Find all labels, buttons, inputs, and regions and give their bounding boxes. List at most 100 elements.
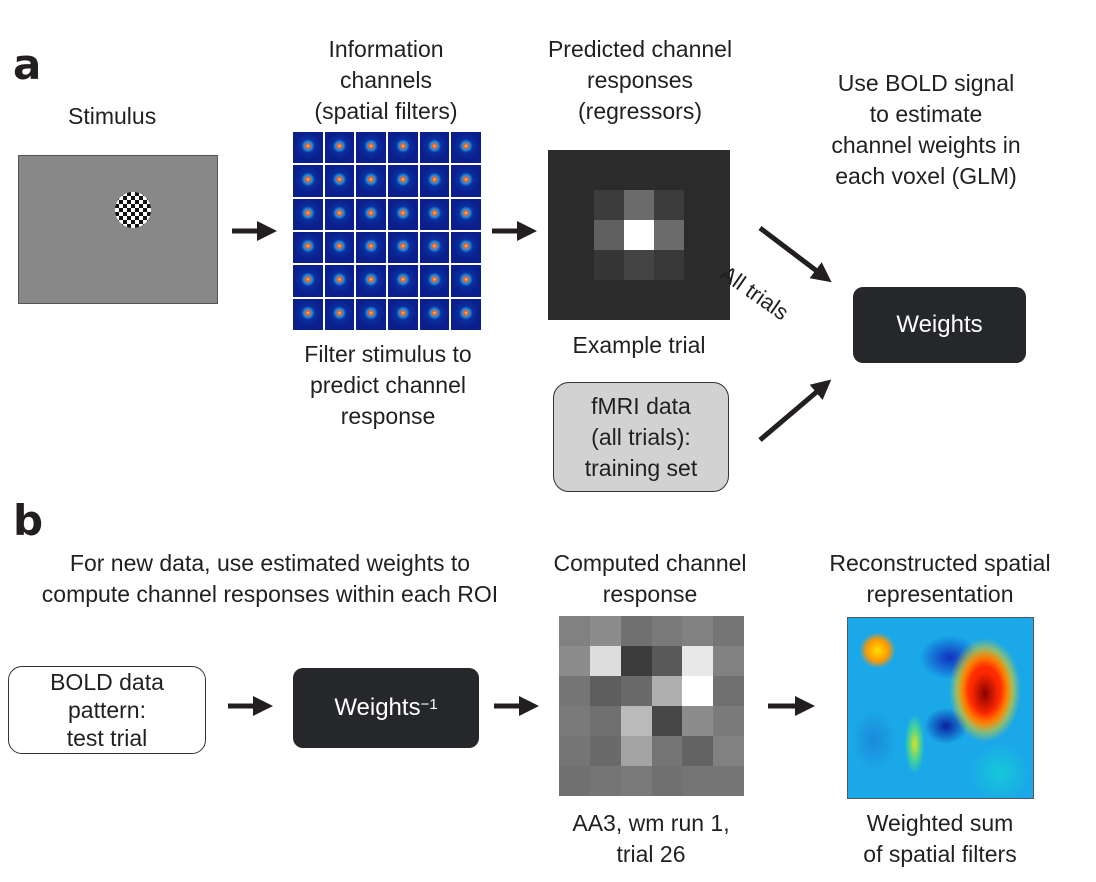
- spatial-filter-tile: [324, 265, 355, 297]
- computed-response-cell: [651, 676, 683, 706]
- computed-response-cell: [713, 736, 744, 766]
- spatial-filter-tile: [324, 132, 355, 164]
- predicted-response-cell: [654, 190, 684, 220]
- filters-caption: Filter stimulus to predict channel respo…: [304, 341, 472, 429]
- spatial-filter-tile: [451, 132, 481, 164]
- spatial-filter-tile: [451, 298, 481, 330]
- filters-title: Information channels (spatial filters): [314, 36, 458, 124]
- panel-letter-b: b: [13, 496, 44, 545]
- predicted-response-cell: [654, 250, 684, 280]
- arrow-fmri-to-weights: [758, 379, 832, 442]
- recon-caption: Weighted sum of spatial filters: [863, 810, 1017, 867]
- spatial-filter-tile: [387, 265, 418, 297]
- computed-response-cell: [589, 646, 621, 676]
- computed-caption: AA3, wm run 1, trial 26: [572, 810, 730, 867]
- inverse-weights-box: Weights−1: [293, 668, 479, 748]
- spatial-filter-tile: [451, 232, 481, 264]
- fmri-training-box: fMRI data (all trials): training set: [553, 382, 729, 492]
- computed-response-cell: [651, 646, 683, 676]
- spatial-filter-tile: [324, 165, 355, 197]
- predicted-response-cell: [624, 190, 654, 220]
- computed-response-cell: [713, 706, 744, 736]
- predicted-response-cell: [594, 190, 624, 220]
- stimulus-image: [18, 155, 218, 304]
- computed-response-cell: [682, 676, 714, 706]
- computed-response-cell: [713, 616, 744, 646]
- computed-response-cell: [682, 766, 714, 796]
- computed-response-cell: [620, 706, 652, 736]
- inverse-exponent: −1: [420, 695, 438, 713]
- spatial-filter-tile: [451, 165, 481, 197]
- spatial-filter-tile: [324, 232, 355, 264]
- spatial-filter-tile: [387, 165, 418, 197]
- computed-response-cell: [713, 766, 744, 796]
- computed-response-cell: [682, 616, 714, 646]
- spatial-filter-tile: [356, 298, 386, 330]
- stimulus-label: Stimulus: [68, 103, 157, 129]
- spatial-filters-grid: [293, 132, 481, 330]
- computed-response-cell: [620, 616, 652, 646]
- computed-response-cell: [559, 616, 590, 646]
- computed-response-cell: [589, 736, 621, 766]
- spatial-filter-tile: [356, 132, 386, 164]
- computed-response-cell: [651, 616, 683, 646]
- computed-response-cell: [559, 766, 590, 796]
- glm-title: Use BOLD signal to estimate channel weig…: [831, 70, 1021, 189]
- spatial-filter-tile: [419, 198, 450, 230]
- spatial-filter-tile: [387, 232, 418, 264]
- spatial-filter-tile: [293, 298, 323, 330]
- spatial-filter-tile: [356, 198, 386, 230]
- spatial-filter-tile: [324, 198, 355, 230]
- spatial-filter-tile: [356, 165, 386, 197]
- computed-response-cell: [589, 706, 621, 736]
- computed-response-cell: [620, 646, 652, 676]
- panel-letter-a: a: [13, 40, 42, 89]
- predicted-response-cell: [624, 220, 654, 250]
- weights-box: Weights: [853, 287, 1026, 363]
- spatial-filter-tile: [419, 298, 450, 330]
- spatial-filter-tile: [356, 265, 386, 297]
- spatial-filter-tile: [451, 198, 481, 230]
- computed-response-cell: [651, 706, 683, 736]
- spatial-filter-tile: [451, 265, 481, 297]
- computed-response-cell: [713, 676, 744, 706]
- spatial-filter-tile: [293, 265, 323, 297]
- computed-response-cell: [589, 766, 621, 796]
- spatial-filter-tile: [387, 132, 418, 164]
- computed-response-cell: [682, 646, 714, 676]
- computed-response-cell: [559, 676, 590, 706]
- computed-response-cell: [620, 676, 652, 706]
- spatial-filter-tile: [293, 165, 323, 197]
- spatial-filter-tile: [419, 265, 450, 297]
- computed-response-cell: [713, 646, 744, 676]
- weights-label: Weights: [334, 694, 421, 721]
- spatial-filter-tile: [293, 198, 323, 230]
- spatial-filter-tile: [419, 232, 450, 264]
- computed-response-cell: [682, 736, 714, 766]
- spatial-filter-tile: [356, 232, 386, 264]
- spatial-filter-tile: [324, 298, 355, 330]
- spatial-filter-tile: [293, 132, 323, 164]
- reconstructed-map: [847, 617, 1034, 799]
- computed-response-cell: [559, 706, 590, 736]
- computed-response-cell: [559, 736, 590, 766]
- predicted-caption: Example trial: [572, 332, 706, 358]
- spatial-filter-tile: [419, 132, 450, 164]
- arrow-predicted-to-weights: [758, 226, 832, 283]
- computed-response-cell: [589, 616, 621, 646]
- computed-title: Computed channel response: [553, 550, 747, 607]
- predicted-response-image: [548, 150, 730, 320]
- predicted-response-cell: [594, 250, 624, 280]
- predicted-response-cell: [624, 250, 654, 280]
- bold-test-trial-box: BOLD data pattern: test trial: [8, 666, 206, 754]
- checkerboard-stimulus: [115, 192, 151, 228]
- computed-response-cell: [589, 676, 621, 706]
- computed-response-cell: [559, 646, 590, 676]
- computed-response-cell: [620, 736, 652, 766]
- predicted-response-cell: [594, 220, 624, 250]
- spatial-filter-tile: [293, 232, 323, 264]
- spatial-filter-tile: [387, 198, 418, 230]
- computed-response-cell: [651, 766, 683, 796]
- computed-response-grid: [559, 616, 744, 796]
